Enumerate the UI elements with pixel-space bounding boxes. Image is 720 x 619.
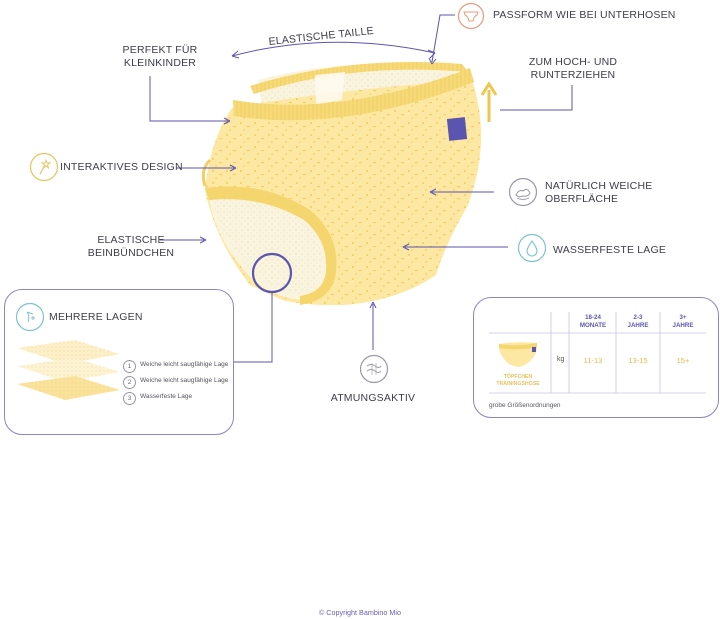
airflow-icon <box>359 354 389 384</box>
layer-1-text: Weiche leicht saugfähige Lage <box>140 361 229 368</box>
unit-kg: kg <box>557 356 565 363</box>
pant-leg-cuff <box>205 186 337 305</box>
label-passform: PASSFORM WIE BEI UNTERHOSEN <box>493 9 676 21</box>
underwear-icon <box>457 2 485 30</box>
label-hochziehen-line2: RUNTERZIEHEN <box>530 69 616 81</box>
label-perfekt-kleinkinder: PERFEKT FÜR KLEINKINDER <box>112 44 208 70</box>
label-weich-line2: OBERFLÄCHE <box>545 193 619 205</box>
label-hochziehen-line1: ZUM HOCH- UND <box>528 56 618 68</box>
mini-pant-icon <box>498 342 538 367</box>
layers-stack-illustration <box>17 340 120 400</box>
magic-wand-icon <box>29 152 59 182</box>
label-bein-line2: BEINBÜNDCHEN <box>87 247 175 259</box>
size-value-3: 15+ <box>676 356 690 365</box>
layer-1-number: 1 <box>123 360 136 373</box>
layer-3-number: 3 <box>123 392 136 405</box>
product-name-line1: TÖPFCHEN <box>503 374 533 380</box>
label-perfekt-line2: KLEINKINDER <box>123 57 197 69</box>
size-table-box: 18-24 MONATE 2-3 JAHRE 3+ JAHRE TÖPFCHEN… <box>473 297 719 418</box>
label-wasserfest: WASSERFESTE LAGE <box>553 244 667 256</box>
size-col-3-header: 3+ JAHRE <box>660 314 706 330</box>
layer-3-text: Wasserfeste Lage <box>140 393 193 400</box>
label-beinbuendchen: ELASTISCHE BEINBÜNDCHEN <box>76 234 186 260</box>
label-weich: NATÜRLICH WEICHE OBERFLÄCHE <box>545 180 652 206</box>
copyright: © Copyright Bambino Mio <box>319 608 401 617</box>
size-col-1-line1: 18-24 <box>585 314 601 321</box>
size-col-1-line2: MONATE <box>579 322 607 329</box>
layers-icon <box>15 302 45 332</box>
product-name-line2: TRAININGSHOSE <box>496 380 540 387</box>
water-drop-icon <box>517 233 547 263</box>
layer-2-text: Weiche leicht saugfähige Lage <box>140 377 229 384</box>
size-col-2-line1: 2-3 <box>633 314 643 321</box>
size-col-2-line2: JAHRE <box>627 322 649 329</box>
label-weich-line1: NATÜRLICH WEICHE <box>545 180 653 192</box>
label-hochziehen: ZUM HOCH- UND RUNTERZIEHEN <box>518 56 628 82</box>
label-interaktiv: INTERAKTIVES DESIGN <box>60 161 183 173</box>
training-pant-illustration <box>201 61 482 306</box>
layer-2-number: 2 <box>123 376 136 389</box>
label-atmungsaktiv: ATMUNGSAKTIV <box>330 392 416 404</box>
size-table-grid <box>489 312 706 394</box>
pant-label-tag <box>446 117 468 141</box>
connector-lines <box>149 14 573 363</box>
size-value-2: 13-15 <box>628 356 648 365</box>
size-col-3-line2: JAHRE <box>672 322 694 329</box>
label-bein-line1: ELASTISCHE <box>97 234 165 246</box>
size-col-2-header: 2-3 JAHRE <box>616 314 660 330</box>
soft-surface-icon <box>508 177 538 207</box>
size-col-3-line1: 3+ <box>679 314 687 321</box>
layers-legend-box: MEHRERE LAGEN 1 Weiche leicht saugfähige… <box>4 289 234 435</box>
size-value-1: 11-13 <box>583 356 603 365</box>
product-name: TÖPFCHEN TRAININGSHOSE <box>488 374 548 387</box>
layers-title: MEHRERE LAGEN <box>49 311 143 323</box>
size-note: grobe Größenordnungen <box>489 402 561 409</box>
size-col-1-header: 18-24 MONATE <box>570 314 616 330</box>
label-perfekt-line1: PERFEKT FÜR <box>122 44 198 56</box>
